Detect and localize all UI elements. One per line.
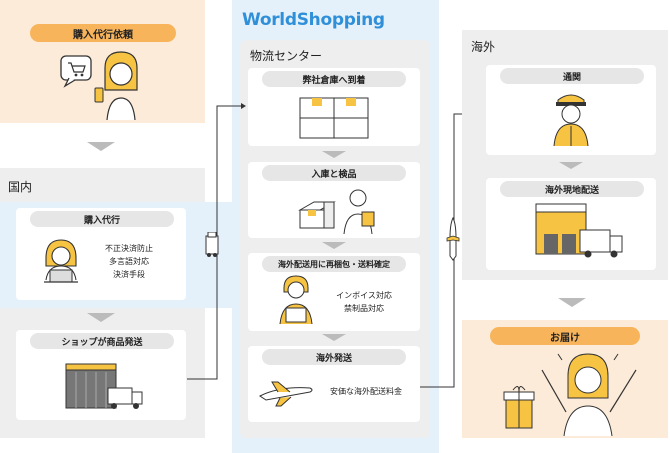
flow-arrow-down <box>322 151 346 158</box>
step3-label: 海外配送用に再梱包・送料確定 <box>262 256 406 272</box>
worldshopping-logo: WorldShopping <box>242 10 385 30</box>
step4-text: 安価な海外配送料金 <box>330 387 402 396</box>
flow-arrow-down <box>87 313 115 322</box>
delivered-label: お届け <box>490 327 640 345</box>
step3-line-1: インボイス対応 <box>336 291 392 300</box>
logistics-label: 物流センター <box>250 49 323 63</box>
proxy-line-2: 多言語対応 <box>109 257 149 266</box>
flow-arrow-down <box>322 334 346 341</box>
request-panel <box>0 0 205 123</box>
domestic-label: 国内 <box>8 180 33 194</box>
airplane-illustration <box>259 381 313 407</box>
shop-label: ショップが商品発送 <box>30 333 174 349</box>
laptop-person-illustration <box>44 239 78 283</box>
flow-arrow-down <box>558 298 586 307</box>
warehouse-boxes-illustration <box>299 97 369 139</box>
proxy-line-1: 不正決済防止 <box>105 244 153 253</box>
flow-arrow-down <box>559 162 583 169</box>
airplane-small-icon <box>446 216 460 261</box>
shopping-person-illustration <box>60 51 138 120</box>
flow-arrow-down <box>322 242 346 249</box>
proxy-line-3: 決済手段 <box>113 270 145 279</box>
local-delivery-label: 海外現地配送 <box>500 181 644 197</box>
step3-line-2: 禁制品対応 <box>344 304 384 313</box>
repacking-person-illustration <box>279 275 313 325</box>
proxy-label: 購入代行 <box>30 211 174 227</box>
overseas-label: 海外 <box>471 40 496 54</box>
customs-officer-illustration <box>553 94 589 147</box>
happy-person-gift-illustration <box>503 353 637 436</box>
shop-truck-illustration <box>65 363 143 409</box>
customs-label: 通関 <box>500 68 644 84</box>
step2-label: 入庫と検品 <box>262 165 406 181</box>
local-delivery-truck-illustration <box>535 203 623 258</box>
truck-icon <box>205 232 219 257</box>
step1-label: 弊社倉庫へ到着 <box>262 71 406 87</box>
inspection-illustration <box>298 189 375 234</box>
request-label: 購入代行依頼 <box>30 24 176 42</box>
step4-label: 海外発送 <box>262 349 406 365</box>
flow-arrow-down <box>87 142 115 151</box>
